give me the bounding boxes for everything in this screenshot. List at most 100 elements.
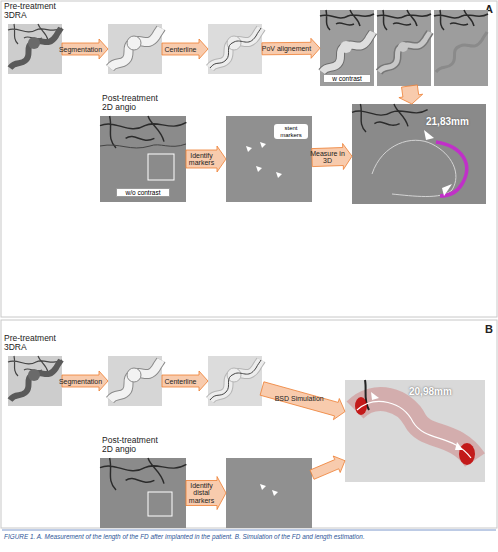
image-panel: Pre-treatment 3DRA	[8, 356, 62, 406]
image-panel: stent markers	[226, 116, 312, 202]
angio-image	[100, 458, 186, 528]
3dra-image	[8, 356, 62, 406]
pov-image	[322, 32, 373, 72]
image-panel	[226, 458, 312, 528]
segmentation-image	[110, 28, 161, 68]
step-label: Segmentation	[59, 46, 103, 53]
image-panel	[208, 24, 262, 74]
pov-image	[379, 32, 430, 72]
zoom-image	[246, 146, 252, 152]
simulation-image	[455, 442, 463, 450]
pov-image	[320, 10, 374, 86]
measure-image	[372, 140, 456, 196]
measure-image	[436, 142, 467, 196]
zoom-image	[260, 484, 266, 490]
centerline-image	[208, 24, 262, 74]
simulation-image	[345, 380, 485, 482]
angio-image	[100, 116, 186, 148]
panel-heading: Post-treatment 2D angio	[102, 436, 166, 455]
simulation-image	[371, 392, 379, 400]
length-measurement: 20,98mm	[409, 386, 469, 397]
block-arrow	[260, 382, 345, 420]
angio-image	[100, 144, 186, 148]
centerline-image	[210, 360, 261, 400]
centerline-image	[210, 360, 261, 400]
3dra-image	[28, 37, 40, 49]
image-panel	[108, 24, 162, 74]
zoom-image	[276, 172, 282, 178]
image-panel	[434, 10, 488, 86]
angio-image	[100, 116, 186, 202]
pov-image	[340, 41, 352, 53]
pov-image	[434, 10, 488, 86]
segmentation-image	[110, 28, 161, 68]
pov-image	[379, 32, 430, 72]
centerline-image	[208, 356, 262, 406]
centerline-image	[210, 28, 261, 68]
simulation-image	[357, 401, 471, 458]
segmentation-image	[108, 356, 162, 406]
3dra-image	[28, 369, 40, 381]
step-label: Segmentation	[59, 378, 103, 385]
simulation-image	[345, 380, 485, 482]
image-panel: 21,83mm	[352, 104, 486, 204]
zoom-image	[226, 116, 312, 202]
segmentation-image	[110, 360, 161, 400]
angio-image	[100, 116, 186, 148]
pov-image	[436, 32, 487, 72]
panel-frame	[1, 320, 497, 528]
pov-image	[322, 32, 373, 72]
angio-image	[148, 154, 174, 180]
pov-image	[434, 10, 488, 30]
step-label: Centerline	[159, 378, 203, 385]
image-panel: Pre-treatment 3DRA	[8, 24, 62, 74]
centerline-image	[210, 28, 261, 68]
panel-heading: Pre-treatment 3DRA	[4, 334, 68, 353]
pov-image	[398, 42, 408, 52]
zoom-image	[256, 166, 262, 172]
pov-image	[377, 10, 431, 86]
panel-heading: Pre-treatment 3DRA	[4, 2, 68, 21]
pov-image	[322, 32, 373, 72]
pov-image	[436, 32, 487, 72]
simulation-image	[355, 397, 367, 415]
block-arrow	[399, 85, 423, 104]
segmentation-image	[108, 24, 162, 74]
angio-image	[100, 116, 186, 202]
panel-tag: w/o contrast	[116, 188, 170, 197]
image-panel	[208, 356, 262, 406]
angio-image	[100, 458, 186, 490]
angio-image	[148, 492, 172, 516]
simulation-image	[355, 399, 475, 460]
panel-heading: Post-treatment 2D angio	[102, 94, 166, 113]
zoom-image	[272, 490, 278, 496]
measure-image	[352, 104, 486, 204]
figure-caption: FIGURE 1. A. Measurement of the length o…	[4, 533, 494, 540]
step-label: BSD Simulation	[268, 395, 330, 402]
centerline-image	[208, 356, 262, 406]
image-panel	[377, 10, 431, 86]
3dra-image	[10, 28, 61, 68]
panel-tag: stent markers	[274, 124, 308, 139]
pov-image	[320, 10, 374, 86]
centerline-image	[208, 24, 262, 74]
angio-image	[100, 458, 186, 490]
pov-image	[377, 10, 431, 30]
segmentation-image	[127, 368, 141, 382]
3dra-image	[8, 24, 62, 74]
block-arrow	[310, 456, 345, 479]
pov-image	[379, 32, 430, 72]
measure-image	[424, 130, 434, 140]
image-panel: 20,98mm	[345, 380, 485, 482]
angio-image	[100, 458, 186, 528]
segmentation-image	[108, 24, 162, 74]
image-panel: Post-treatment 2D angio	[100, 458, 186, 528]
pov-image	[434, 10, 488, 86]
step-label: Identify distal markers	[183, 482, 221, 504]
zoom-image	[226, 116, 312, 202]
centerline-image	[210, 360, 261, 400]
measure-image	[352, 104, 486, 204]
